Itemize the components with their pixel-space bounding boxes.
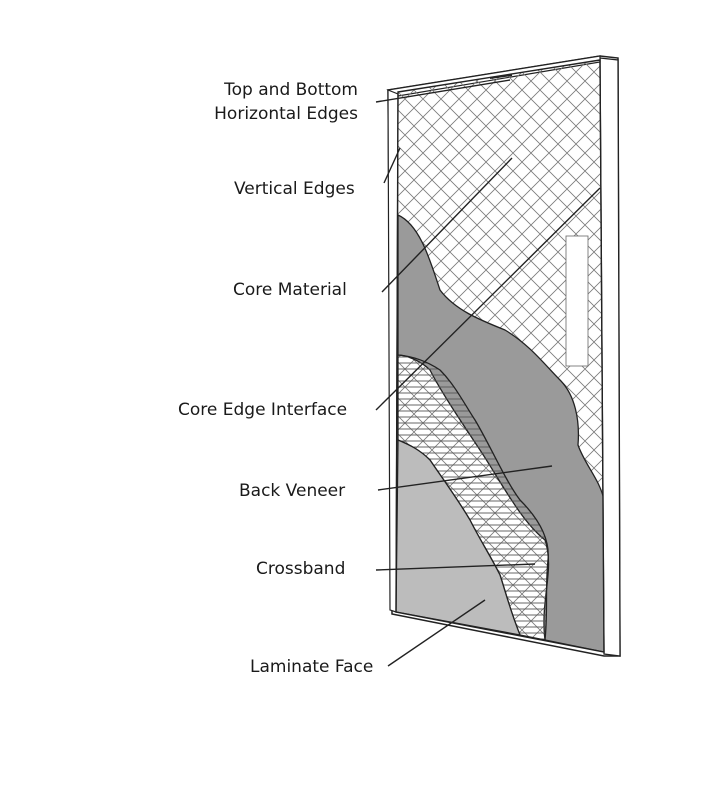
- leader-core-material: [381, 157, 513, 293]
- laminate-face-region: [396, 439, 522, 636]
- label-top-bottom-edges-line1: Top and Bottom: [224, 80, 358, 100]
- leader-back-veneer: [377, 465, 553, 491]
- label-vertical-edges: Vertical Edges: [234, 179, 355, 199]
- leader-crossband: [375, 563, 536, 571]
- leader-core-edge-interface: [375, 187, 601, 411]
- label-laminate-face: Laminate Face: [250, 657, 374, 677]
- label-top-bottom-edges: Top and Bottom Horizontal Edges: [186, 78, 358, 126]
- label-top-bottom-edges-line2: Horizontal Edges: [214, 104, 358, 124]
- leader-laminate-face: [387, 599, 486, 667]
- label-crossband: Crossband: [256, 559, 346, 579]
- leader-top-bottom-edges: [375, 79, 511, 103]
- label-core-edge-interface: Core Edge Interface: [178, 400, 348, 420]
- leader-vertical-edges: [383, 147, 401, 184]
- label-core-material: Core Material: [233, 280, 347, 300]
- label-back-veneer: Back Veneer: [239, 481, 346, 501]
